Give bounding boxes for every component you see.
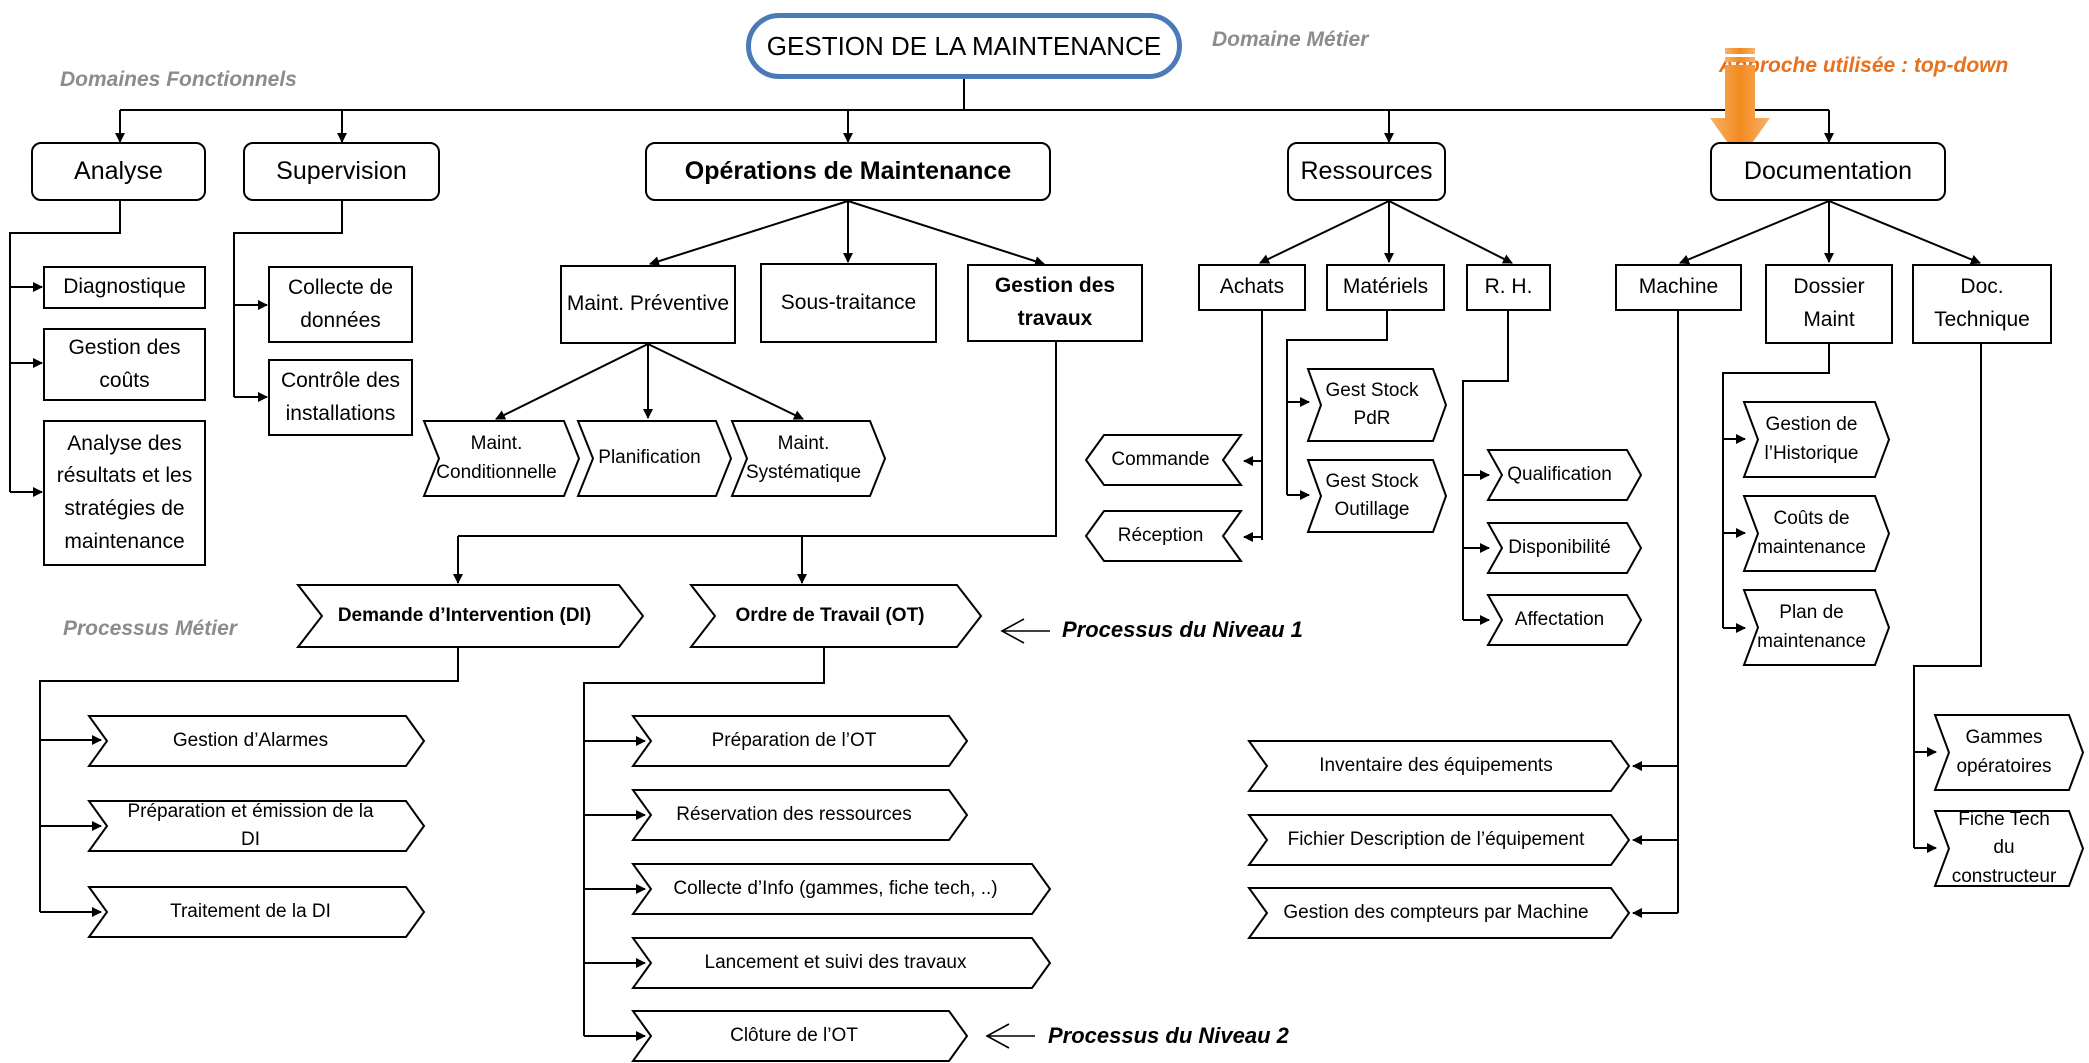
domain-ressources: Ressources	[1287, 142, 1446, 201]
doctech-item-label: Fiche Tech du constructeur	[1951, 808, 2057, 887]
down-arrow-icon	[1710, 48, 1770, 160]
ressources-sub: Achats	[1198, 264, 1306, 311]
label-processus-metier: Processus Métier	[63, 617, 237, 640]
ressources-sub: R. H.	[1466, 264, 1551, 311]
doctech-item: Fiche Tech du constructeur	[1933, 809, 2085, 887]
domain-operations: Opérations de Maintenance	[645, 142, 1051, 201]
di-item: Traitement de la DI	[87, 886, 426, 938]
machine-item: Gestion des compteurs par Machine	[1247, 887, 1631, 939]
rh-item: Qualification	[1486, 449, 1643, 501]
supervision-item: Contrôle des installations	[268, 359, 413, 436]
di-item-label: Gestion d’Alarmes	[172, 729, 329, 751]
preventive-item-label: Maint. Conditionnelle	[436, 433, 557, 483]
di-item-label: Traitement de la DI	[170, 900, 331, 922]
process-ot: Ordre de Travail (OT)	[688, 584, 983, 648]
dossier-item: Gestion de l’Historique	[1742, 401, 1891, 478]
achats-item: Réception	[1084, 510, 1243, 562]
materiels-item: Gest Stock PdR	[1306, 368, 1448, 442]
doctech-item-label: Gammes opératoires	[1956, 727, 2052, 777]
doctech-item: Gammes opératoires	[1933, 714, 2085, 791]
di-item: Gestion d’Alarmes	[87, 715, 426, 767]
documentation-sub: Doc. Technique	[1912, 264, 2052, 344]
label-approche: Approche utilisée : top-down	[1719, 54, 2009, 77]
process-di: Demande d’Intervention (DI)	[295, 584, 645, 648]
materiels-item-label: Gest Stock PdR	[1325, 379, 1419, 430]
operations-sub: Gestion des travaux	[967, 264, 1143, 342]
analyse-item: Analyse des résultats et les stratégies …	[43, 420, 206, 566]
title-box: GESTION DE LA MAINTENANCE	[746, 13, 1182, 79]
achats-item: Commande	[1084, 434, 1243, 486]
label-domaine-metier: Domaine Métier	[1212, 28, 1369, 51]
ot-item: Clôture de l’OT	[631, 1010, 969, 1062]
preventive-item: Maint. Conditionnelle	[422, 420, 581, 497]
achats-item-label: Réception	[1117, 524, 1204, 546]
machine-item-label: Fichier Description de l’équipement	[1287, 828, 1585, 850]
supervision-item: Collecte de données	[268, 266, 413, 343]
ot-item: Lancement et suivi des travaux	[631, 937, 1052, 989]
domain-analyse: Analyse	[31, 142, 206, 201]
preventive-item: Planification	[576, 420, 733, 497]
ot-item: Réservation des ressources	[631, 789, 969, 841]
preventive-item-label: Maint. Systématique	[745, 433, 862, 483]
dossier-item-label: Gestion de l’Historique	[1764, 414, 1859, 464]
operations-sub: Sous-traitance	[760, 263, 937, 343]
rh-item: Disponibilité	[1486, 522, 1643, 574]
preventive-item: Maint. Systématique	[730, 420, 887, 497]
analyse-item: Diagnostique	[43, 266, 206, 309]
process-di-label: Demande d’Intervention (DI)	[337, 604, 592, 626]
rh-item-label: Qualification	[1507, 463, 1612, 485]
ot-item-label: Collecte d’Info (gammes, fiche tech, ..)	[673, 877, 998, 899]
dossier-item: Coûts de maintenance	[1742, 495, 1891, 572]
ot-item-label: Lancement et suivi des travaux	[704, 951, 967, 973]
rh-item-label: Disponibilité	[1508, 536, 1611, 558]
materiels-item-label: Gest Stock Outillage	[1325, 470, 1419, 521]
rh-item-label: Affectation	[1514, 608, 1605, 630]
machine-item-label: Inventaire des équipements	[1319, 754, 1553, 776]
ot-item: Collecte d’Info (gammes, fiche tech, ..)	[631, 863, 1052, 915]
analyse-item: Gestion des coûts	[43, 328, 206, 401]
dossier-item-label: Coûts de maintenance	[1757, 508, 1866, 558]
documentation-sub: Machine	[1615, 264, 1742, 311]
ot-item-label: Préparation de l’OT	[711, 729, 877, 751]
dossier-item: Plan de maintenance	[1742, 589, 1891, 666]
label-niveau-2: Processus du Niveau 2	[1048, 1023, 1289, 1048]
documentation-sub: Dossier Maint	[1765, 264, 1893, 344]
process-ot-label: Ordre de Travail (OT)	[735, 604, 925, 626]
achats-item-label: Commande	[1111, 448, 1210, 470]
preventive-item-label: Planification	[598, 447, 701, 469]
label-niveau-1: Processus du Niveau 1	[1062, 617, 1303, 642]
di-item-label: Préparation et émission de la DI	[127, 800, 374, 851]
dossier-item-label: Plan de maintenance	[1757, 602, 1866, 652]
machine-item-label: Gestion des compteurs par Machine	[1283, 901, 1589, 923]
ot-item: Préparation de l’OT	[631, 715, 969, 767]
ot-item-label: Clôture de l’OT	[730, 1024, 858, 1046]
rh-item: Affectation	[1486, 594, 1643, 646]
materiels-item: Gest Stock Outillage	[1306, 459, 1448, 533]
domain-documentation: Documentation	[1710, 142, 1946, 201]
operations-sub: Maint. Préventive	[560, 265, 736, 344]
label-domaines-fonctionnels: Domaines Fonctionnels	[60, 68, 297, 91]
domain-supervision: Supervision	[243, 142, 440, 201]
ressources-sub: Matériels	[1326, 264, 1445, 311]
ot-item-label: Réservation des ressources	[676, 803, 912, 825]
machine-item: Fichier Description de l’équipement	[1247, 814, 1631, 866]
di-item: Préparation et émission de la DI	[87, 800, 426, 852]
machine-item: Inventaire des équipements	[1247, 740, 1631, 792]
